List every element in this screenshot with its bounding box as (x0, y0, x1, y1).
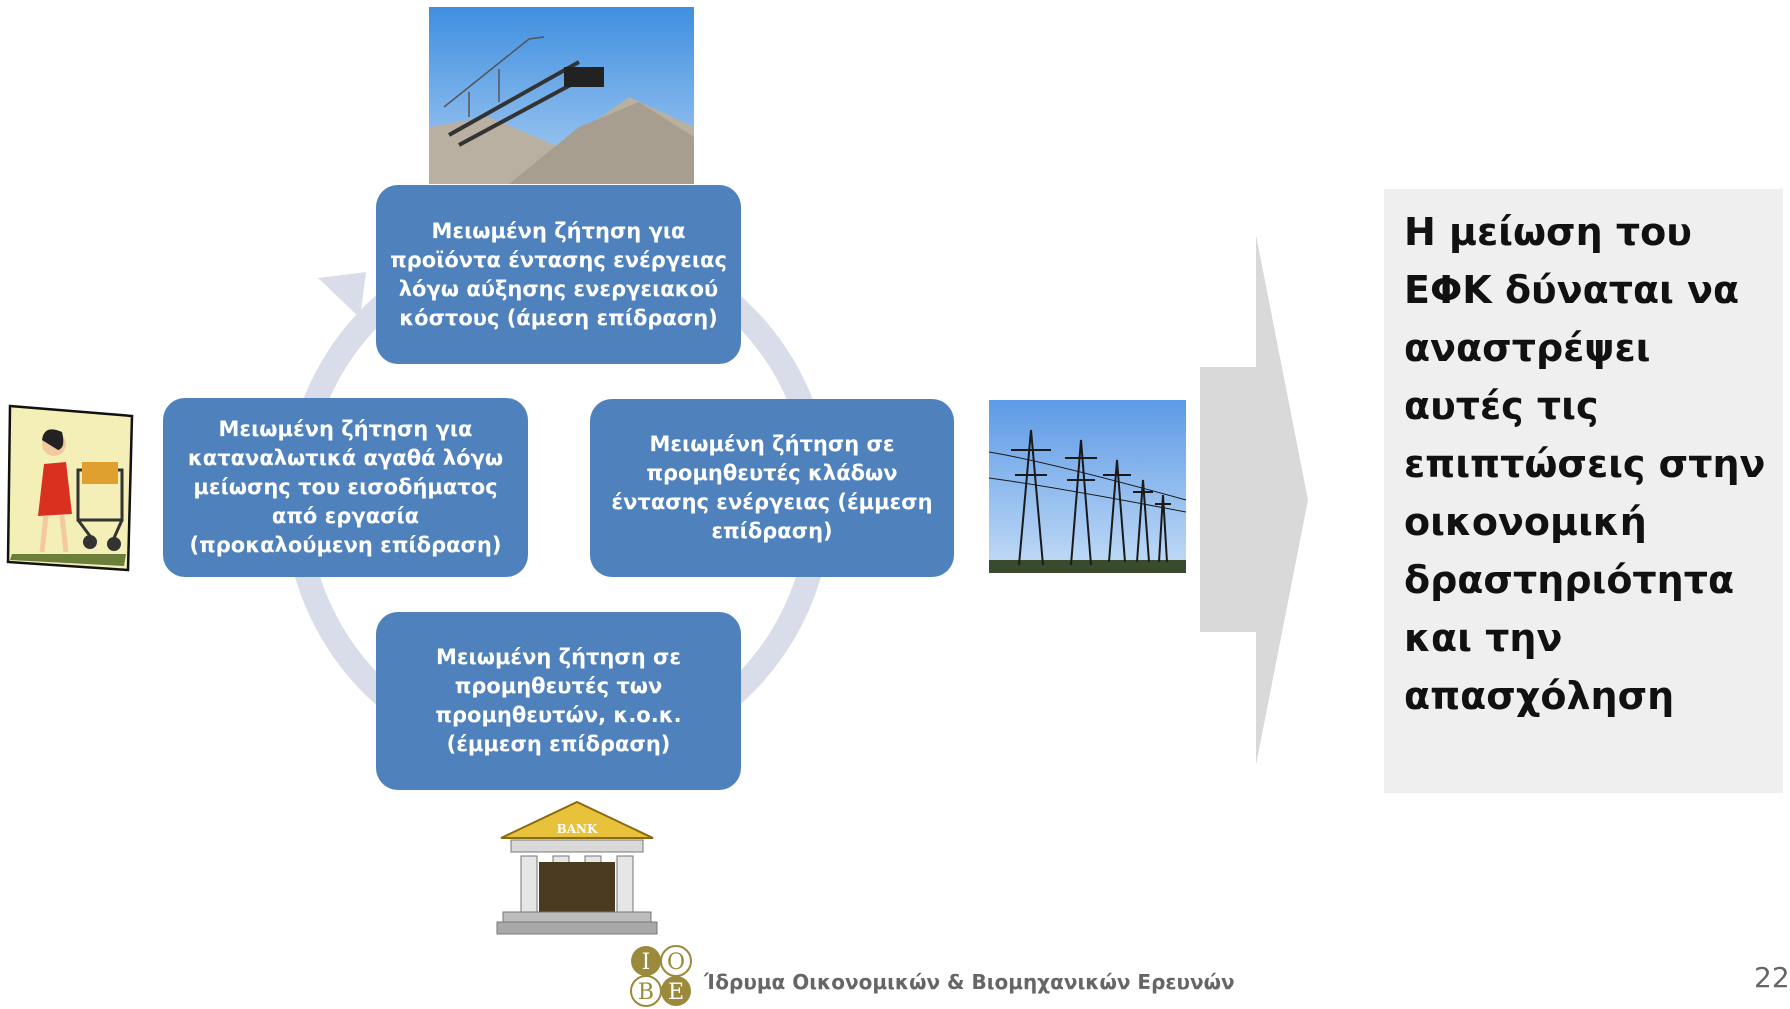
shopper-clipart (6, 404, 134, 572)
footer-text: Ίδρυμα Οικονομικών & Βιομηχανικών Ερευνώ… (704, 970, 1235, 994)
cycle-arrow-head (318, 272, 366, 318)
svg-text:Ε: Ε (668, 980, 684, 1005)
svg-text:Β: Β (638, 980, 654, 1005)
big-arrow (1200, 235, 1308, 765)
page-number: 22 (1754, 961, 1790, 994)
cycle-box-bottom: Μειωμένη ζήτηση σε προμηθευτές των προμη… (376, 612, 741, 790)
svg-text:Ο: Ο (667, 950, 685, 975)
conclusion-text: Η μείωση του ΕΦΚ δύναται να αναστρέψει α… (1384, 189, 1783, 793)
power-lines-photo (988, 400, 1187, 573)
iobe-logo: Ι Ο Β Ε (630, 945, 692, 1007)
svg-text:Ι: Ι (642, 950, 651, 975)
bank-sign: BANK (557, 822, 598, 836)
cycle-box-top: Μειωμένη ζήτηση για προϊόντα έντασης ενέ… (376, 185, 741, 364)
conveyor-photo (429, 7, 694, 184)
cycle-box-left: Μειωμένη ζήτηση για καταναλωτικά αγαθά λ… (163, 398, 528, 577)
cycle-box-right: Μειωμένη ζήτηση σε προμηθευτές κλάδων έν… (590, 399, 954, 577)
bank-clipart: BANK (496, 800, 658, 935)
